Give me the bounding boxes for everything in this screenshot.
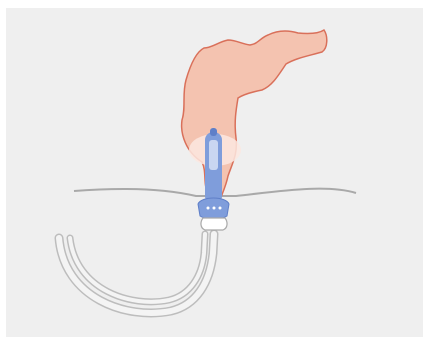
tubing-inner-2 (68, 232, 207, 304)
device-clip (200, 217, 228, 231)
tubing-coil (54, 229, 219, 318)
device-tip (210, 128, 217, 136)
colon-shape (180, 28, 328, 201)
colon-irrigation-diagram (54, 28, 357, 318)
device-window (209, 140, 218, 170)
illustration-panel (6, 8, 423, 337)
device-dot-left (206, 206, 210, 210)
device-dot-mid (212, 206, 216, 210)
irrigation-device (197, 128, 230, 231)
device-dot-right (218, 206, 222, 210)
tubing-inner (56, 231, 217, 316)
